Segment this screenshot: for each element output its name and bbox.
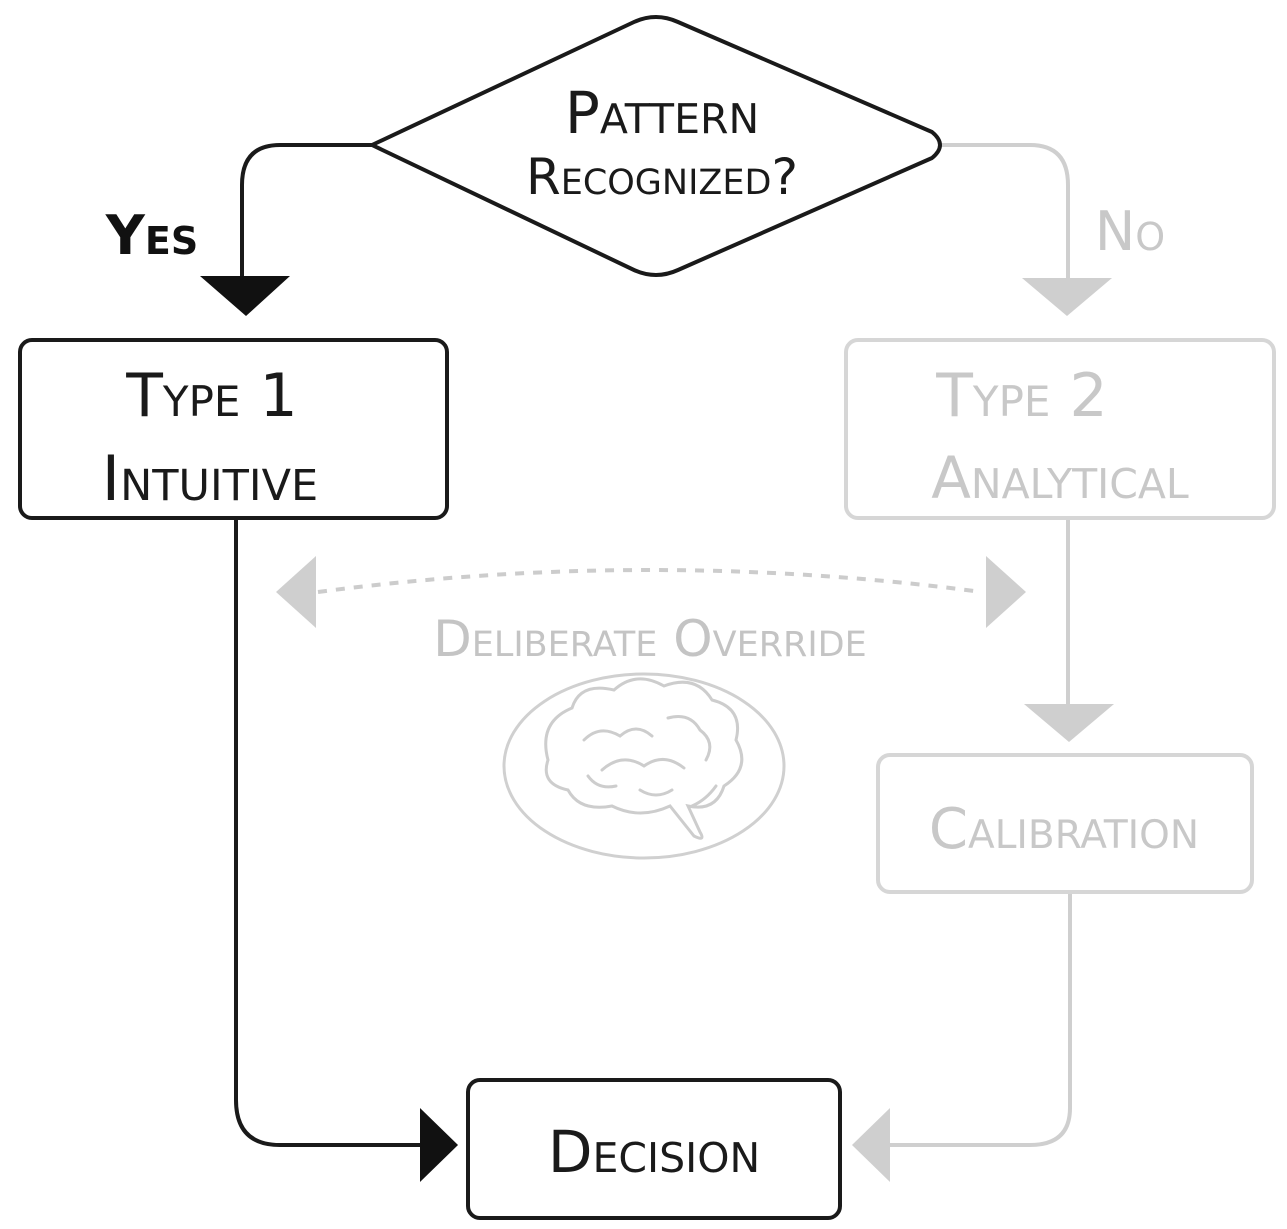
decision-label: Decision: [548, 1118, 760, 1186]
calibration-to-decision-arrowhead: [852, 1108, 890, 1182]
calibration-label: Calibration: [929, 797, 1199, 862]
override-arrowhead-left: [276, 556, 316, 628]
no-arrowhead: [1022, 278, 1112, 316]
calibration-box: [876, 753, 1254, 894]
type1-label-line1: Type 1: [125, 361, 297, 431]
override-arrowhead-right: [986, 556, 1026, 628]
type1-to-decision-line: [234, 518, 420, 1147]
calibration-to-decision-line: [890, 892, 1072, 1147]
type2-label-line2: Analytical: [931, 444, 1189, 512]
type1-label-line2: Intuitive: [102, 442, 318, 515]
type1-box: [18, 338, 449, 520]
override-dashed-arc: [317, 568, 983, 594]
no-connector-line: [940, 143, 1070, 278]
diamond-label-line1: Pattern: [565, 79, 759, 147]
pattern-recognized-diamond: [370, 15, 942, 277]
diamond-label-line2: Recognized?: [526, 148, 798, 206]
no-label: No: [1095, 200, 1165, 263]
yes-arrowhead: [200, 276, 290, 316]
yes-label: Yes: [105, 204, 198, 267]
deliberate-override-label: Deliberate Override: [433, 610, 867, 668]
calibration-arrowhead: [1024, 704, 1114, 742]
yes-connector-line: [240, 143, 372, 278]
type2-box: [844, 338, 1276, 520]
type1-to-decision-arrowhead: [420, 1108, 458, 1182]
brain-icon: [502, 672, 786, 860]
type2-label-line1: Type 2: [935, 361, 1107, 431]
decision-box: [466, 1078, 842, 1220]
